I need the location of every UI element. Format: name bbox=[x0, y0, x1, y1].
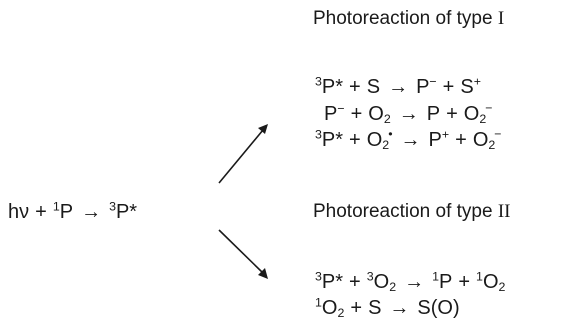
arrow-to-type-II bbox=[218, 229, 268, 279]
radical-dot: • bbox=[388, 127, 393, 142]
plus-sign: + bbox=[349, 271, 361, 293]
species: O bbox=[366, 129, 383, 151]
species: P* bbox=[321, 76, 344, 98]
charge: − bbox=[429, 74, 437, 89]
species: O bbox=[368, 103, 384, 125]
sup: 1 bbox=[315, 295, 322, 310]
subscript: 2 bbox=[383, 112, 391, 127]
triplet-superscript: 3 bbox=[109, 199, 116, 214]
type-II-heading-text: Photoreaction of type bbox=[313, 201, 498, 222]
species: P bbox=[426, 103, 441, 125]
triplet-photosensitizer: P* bbox=[115, 201, 138, 223]
species: O bbox=[463, 103, 480, 125]
species: P* bbox=[321, 271, 344, 293]
plus-sign: + bbox=[349, 76, 361, 98]
plus-sign: + bbox=[458, 271, 471, 293]
sup: 1 bbox=[476, 269, 483, 284]
sup: 3 bbox=[366, 269, 374, 284]
subscript: 2 bbox=[488, 138, 496, 153]
species: O bbox=[472, 129, 489, 151]
subscript: 2 bbox=[498, 280, 506, 295]
subscript: 2 bbox=[337, 306, 345, 321]
reaction-arrow: → bbox=[388, 76, 409, 98]
species: P bbox=[439, 271, 453, 293]
plus-sign: + bbox=[350, 297, 363, 319]
plus-sign: + bbox=[350, 103, 363, 125]
plus-sign: + bbox=[349, 129, 361, 151]
type-I-heading: Photoreaction of type I bbox=[313, 8, 504, 30]
charge: − bbox=[485, 101, 493, 116]
photon-symbol: hν bbox=[8, 201, 30, 223]
species: P* bbox=[321, 129, 344, 151]
type-I-heading-text: Photoreaction of type bbox=[313, 8, 498, 29]
species: S bbox=[368, 297, 382, 319]
sup: 3 bbox=[315, 74, 322, 89]
charge: + bbox=[441, 127, 450, 142]
charge: − bbox=[337, 101, 345, 116]
plus-sign: + bbox=[455, 129, 467, 151]
plus-sign: + bbox=[35, 201, 47, 223]
type-II-heading: Photoreaction of type II bbox=[313, 201, 511, 223]
species: O bbox=[321, 297, 338, 319]
species: P bbox=[416, 76, 430, 98]
subscript: 2 bbox=[382, 138, 390, 153]
type-I-equation-2: P−+O2→P+O2− bbox=[324, 102, 493, 126]
start-equation: hν+1P → 3P* bbox=[8, 200, 137, 224]
type-I-numeral: I bbox=[497, 8, 505, 29]
type-I-equation-3: 3P*+O2•→P++O2− bbox=[315, 128, 502, 152]
ground-state-photosensitizer: P bbox=[59, 201, 74, 223]
species: S bbox=[460, 76, 474, 98]
reaction-arrow: → bbox=[400, 129, 421, 151]
species: P bbox=[428, 129, 442, 151]
species: P bbox=[324, 103, 338, 125]
reaction-arrow: → bbox=[404, 271, 425, 293]
charge: − bbox=[494, 127, 502, 142]
type-II-equation-1: 3P*+3O2→1P+1O2 bbox=[315, 270, 505, 294]
reaction-arrow: → bbox=[81, 201, 102, 223]
type-I-equation-1: 3P*+S→P−+S+ bbox=[315, 75, 481, 99]
plus-sign: + bbox=[442, 76, 455, 98]
reaction-arrow: → bbox=[398, 103, 419, 125]
subscript: 2 bbox=[479, 112, 487, 127]
subscript: 2 bbox=[389, 280, 397, 295]
type-II-numeral: II bbox=[497, 201, 511, 222]
sup: 1 bbox=[432, 269, 439, 284]
species: O bbox=[373, 271, 390, 293]
type-II-equation-2: 1O2 +S → S(O) bbox=[315, 296, 460, 320]
sup: 3 bbox=[315, 127, 322, 142]
species: O bbox=[482, 271, 499, 293]
reaction-arrow: → bbox=[389, 297, 410, 319]
species: S bbox=[366, 76, 381, 98]
plus-sign: + bbox=[446, 103, 458, 125]
sup: 3 bbox=[315, 269, 322, 284]
arrow-to-type-I bbox=[218, 124, 268, 184]
charge: + bbox=[473, 74, 481, 89]
singlet-superscript: 1 bbox=[52, 199, 60, 214]
species: S(O) bbox=[417, 297, 460, 319]
